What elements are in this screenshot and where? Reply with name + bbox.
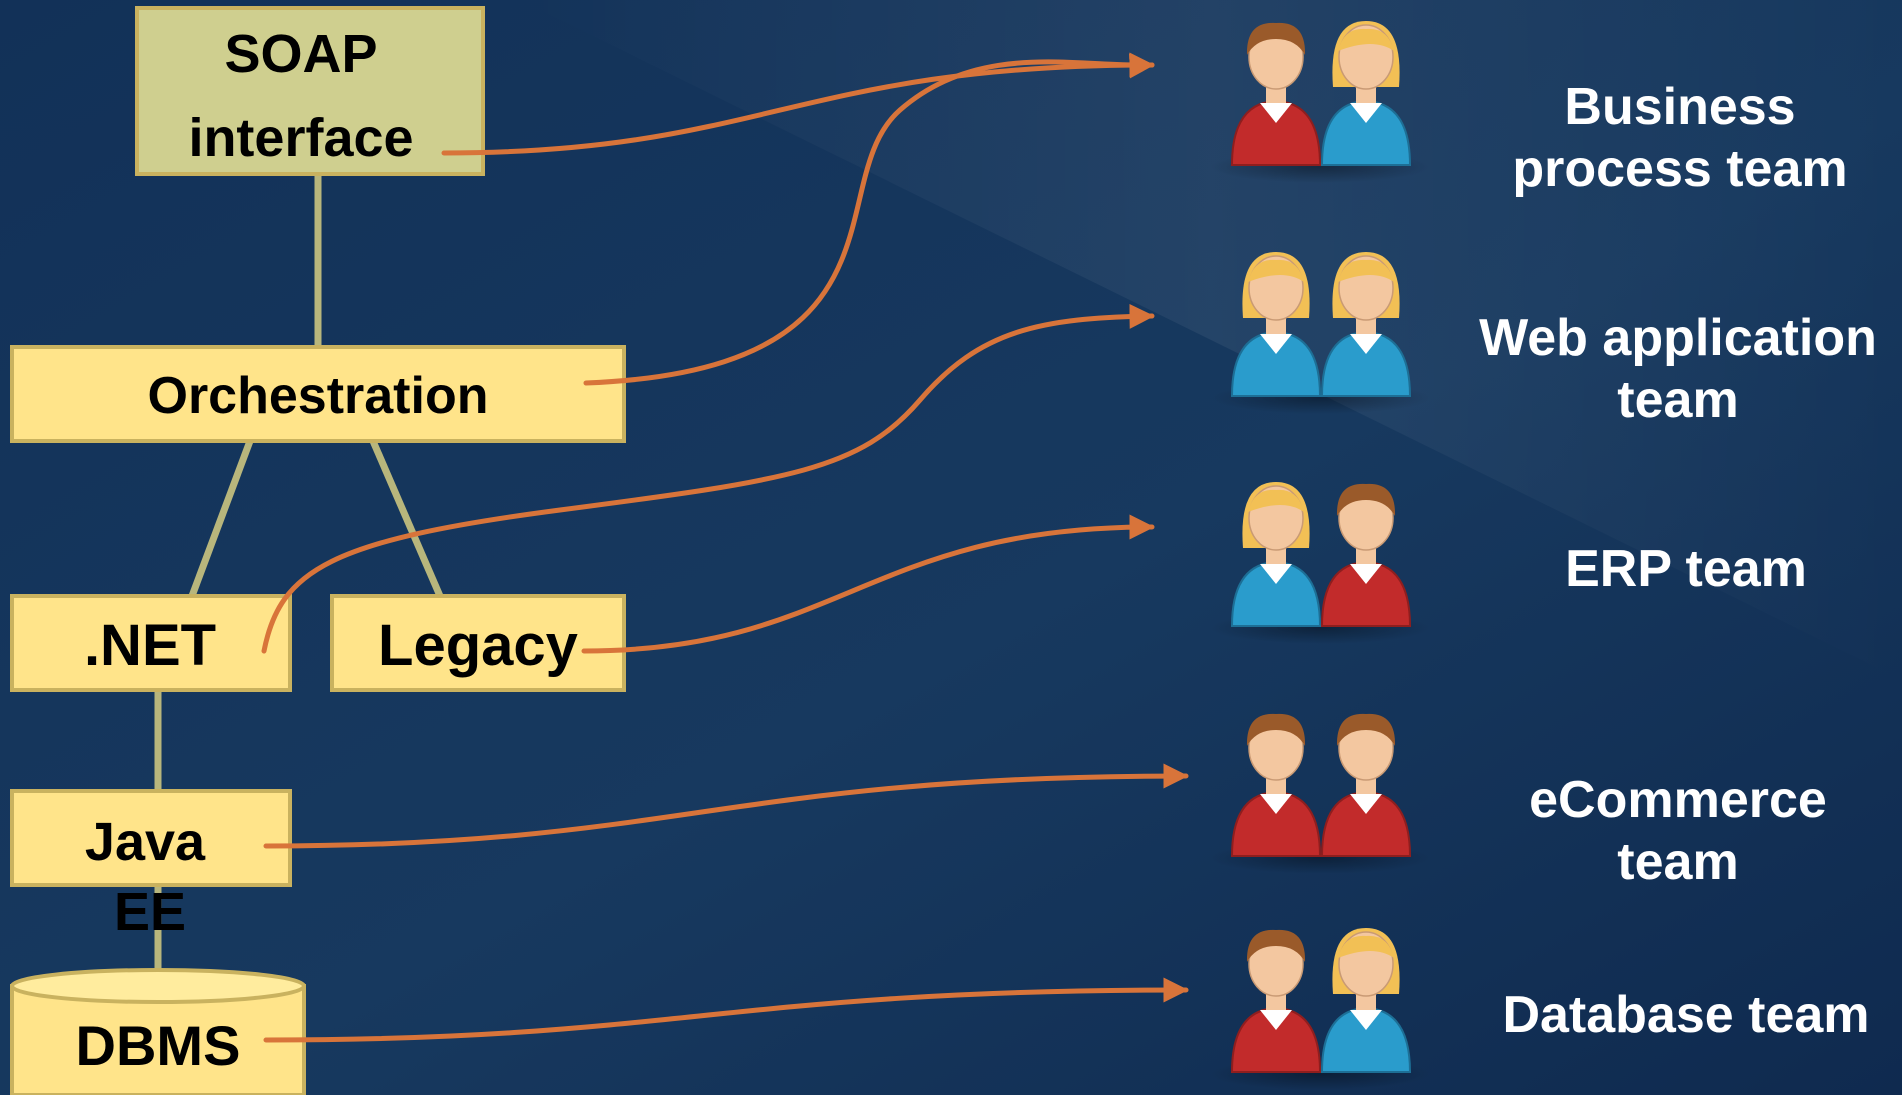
orchestration-label-line: Orchestration — [148, 367, 489, 425]
arrow-legacy-to-erp — [581, 514, 1155, 654]
female-person-icon — [1230, 482, 1322, 627]
arrow-orchestration-to-business — [583, 53, 1155, 386]
component-dbms: DBMS — [10, 968, 306, 1095]
team-database-icon — [1230, 928, 1412, 1073]
hierarchy-line-orchestration-dotnet — [188, 439, 254, 598]
arrow-soap-to-business — [441, 52, 1155, 156]
team-erp-label-line: ERP team — [1565, 540, 1807, 598]
male-person-icon — [1230, 713, 1322, 857]
hierarchy-lines — [154, 176, 444, 970]
male-person-icon — [1320, 483, 1412, 627]
team-webapp-label-line: Web application — [1479, 309, 1877, 367]
team-business-icon — [1230, 21, 1412, 166]
dbms-cylinder-body — [10, 984, 306, 1095]
team-database: Database team — [1210, 928, 1870, 1090]
java-label-line: EE — [114, 882, 186, 942]
component-soap: SOAP interface — [135, 6, 485, 176]
male-person-icon — [1230, 929, 1322, 1073]
male-person-icon — [1320, 713, 1412, 857]
team-erp: ERP team — [1210, 482, 1807, 644]
arrow-java-to-ecommerce — [263, 763, 1189, 849]
team-business-label-line: Business — [1564, 78, 1795, 136]
female-person-icon — [1320, 252, 1412, 397]
arrow-dbms-to-database — [263, 977, 1189, 1043]
soap-label-line: SOAP — [224, 24, 377, 84]
dbms-cylinder-top — [10, 968, 306, 1004]
team-webapp-label-line: team — [1617, 371, 1738, 429]
component-legacy: Legacy — [330, 594, 626, 692]
java-box — [10, 789, 292, 887]
female-person-icon — [1320, 21, 1412, 166]
soap-box — [135, 6, 485, 176]
female-person-icon — [1320, 928, 1412, 1073]
team-business-label-line: process team — [1512, 140, 1847, 198]
team-ecommerce-label-line: team — [1617, 833, 1738, 891]
team-erp-icon — [1230, 482, 1412, 627]
java-label-line: Java — [85, 812, 206, 872]
female-person-icon — [1230, 252, 1322, 397]
dbms-label-line: DBMS — [76, 1014, 241, 1077]
male-person-icon — [1230, 22, 1322, 166]
team-ecommerce-icon — [1230, 713, 1412, 857]
dotnet-box — [10, 594, 292, 692]
component-orchestration: Orchestration — [10, 345, 626, 443]
legacy-box — [330, 594, 626, 692]
dotnet-label-line: .NET — [84, 613, 216, 678]
team-webapp-icon — [1230, 252, 1412, 397]
team-ecommerce-label-line: eCommerce — [1529, 771, 1827, 829]
component-dotnet: .NET — [10, 594, 292, 692]
soap-label-line: interface — [188, 108, 413, 168]
team-database-label-line: Database team — [1502, 986, 1869, 1044]
orchestration-box — [10, 345, 626, 443]
arrow-dotnet-to-webapp — [261, 303, 1155, 654]
legacy-label-line: Legacy — [378, 613, 578, 678]
hierarchy-line-orchestration-legacy — [369, 439, 444, 598]
ownership-arrows — [261, 52, 1189, 1043]
